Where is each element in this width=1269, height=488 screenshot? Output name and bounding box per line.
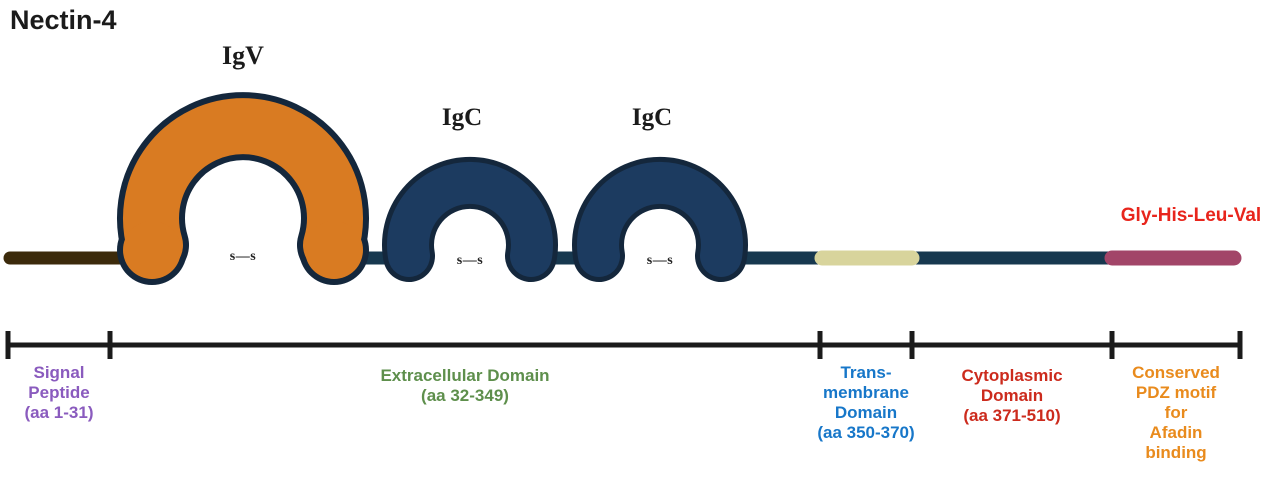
label-line: Signal — [33, 363, 85, 382]
label-line: for — [1164, 402, 1188, 422]
label-line: Cytoplasmic — [961, 366, 1063, 385]
extracellular-domain-label: Extracellular Domain (aa 32-349) — [315, 366, 615, 406]
igc1-loop-fill — [387, 161, 553, 277]
label-line: (aa 371-510) — [963, 405, 1061, 425]
igc1-disulfide-bond-label: s—s — [456, 253, 484, 268]
diagram-title: Nectin-4 — [10, 5, 117, 35]
gly-his-leu-val-label: Gly-His-Leu-Val — [1120, 205, 1262, 226]
label-line: Domain — [980, 385, 1044, 405]
igv-domain-loop — [117, 92, 369, 285]
transmembrane-domain-label: Trans- membrane Domain (aa 350-370) — [799, 363, 933, 443]
igv-label: IgV — [222, 41, 264, 70]
scale-bar-ticks — [5, 331, 1243, 359]
label-line: (aa 1-31) — [24, 402, 94, 422]
label-line: (aa 350-370) — [817, 422, 915, 442]
label-line: (aa 32-349) — [421, 385, 509, 405]
label-line: PDZ motif — [1135, 382, 1217, 402]
igc1-label: IgC — [441, 104, 483, 131]
label-line: Trans- — [840, 363, 892, 382]
signal-peptide-label: Signal Peptide (aa 1-31) — [6, 363, 112, 423]
label-line: binding — [1145, 442, 1207, 462]
igv-loop-fill — [123, 98, 363, 273]
igc2-disulfide-bond-label: s—s — [646, 253, 674, 268]
label-line: membrane — [823, 382, 909, 402]
label-line: Afadin — [1149, 422, 1203, 442]
label-line: Conserved — [1132, 363, 1220, 382]
label-line: Peptide — [28, 382, 90, 402]
cytoplasmic-domain-label: Cytoplasmic Domain (aa 371-510) — [930, 366, 1094, 426]
igc2-domain-loop — [572, 156, 748, 282]
conserved-pdz-motif-label: Conserved PDZ motif for Afadin binding — [1110, 363, 1242, 462]
igv-left-foot-fill — [123, 221, 181, 279]
igv-disulfide-bond-label: s—s — [229, 249, 257, 264]
igc2-label: IgC — [631, 104, 673, 131]
igv-right-foot-fill — [305, 221, 363, 279]
igc1-domain-loop — [382, 156, 558, 282]
igc2-loop-fill — [577, 161, 743, 277]
label-line: Domain — [834, 402, 898, 422]
amino-acid-scale-bar — [5, 331, 1243, 359]
label-line: Extracellular Domain — [380, 366, 550, 385]
